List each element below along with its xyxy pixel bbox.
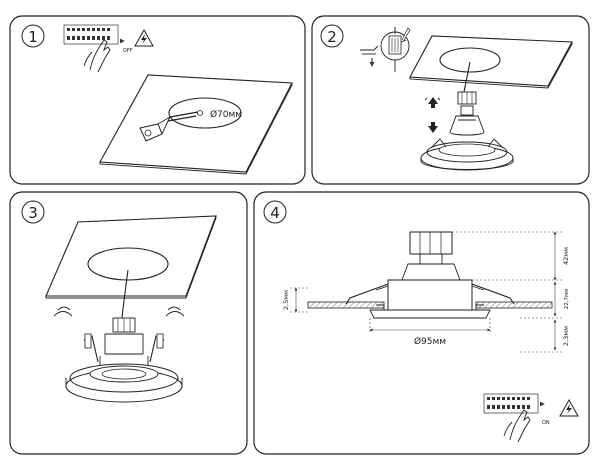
lamp-bulb bbox=[401, 253, 461, 281]
step-1-number: 1 bbox=[28, 28, 38, 46]
hole-outline bbox=[439, 47, 501, 73]
terminal-connector-icon bbox=[360, 27, 411, 72]
hole-diameter-label: Ø70мм bbox=[210, 109, 242, 120]
ceiling-section bbox=[307, 301, 553, 319]
dim-height-total: 42мм bbox=[562, 247, 570, 265]
fixture-ring bbox=[65, 356, 183, 403]
step-1-badge: 1 bbox=[21, 24, 45, 48]
power-cable bbox=[121, 269, 129, 319]
breaker-panel-icon bbox=[483, 393, 539, 414]
panel-step-1: 1 OFF bbox=[9, 15, 306, 185]
dim-diameter: Ø95мм bbox=[414, 336, 446, 347]
spring-motion-icon bbox=[53, 306, 185, 317]
gu10-connector bbox=[457, 91, 477, 105]
lamp-bulb bbox=[449, 105, 485, 136]
panel-4-frame bbox=[253, 191, 590, 455]
step-4-number: 4 bbox=[270, 204, 280, 222]
down-arrow-icon bbox=[428, 122, 438, 133]
step-3-badge: 3 bbox=[21, 200, 45, 224]
hole-cutter-icon bbox=[139, 110, 203, 142]
hand-icon bbox=[83, 39, 111, 73]
gu10-connector bbox=[409, 231, 453, 255]
gu10-connector bbox=[112, 317, 136, 333]
hand-icon bbox=[503, 409, 531, 443]
dim-height-upper: 22,7мм bbox=[564, 289, 570, 310]
step-4-badge: 4 bbox=[263, 200, 287, 224]
step-2-number: 2 bbox=[327, 28, 337, 46]
screwdriver-icon bbox=[401, 27, 411, 43]
step-number-icon bbox=[21, 24, 45, 48]
hole-outline bbox=[168, 97, 242, 129]
step-2-badge: 2 bbox=[320, 24, 344, 48]
step-number-icon bbox=[21, 200, 45, 224]
panel-step-3: 3 bbox=[9, 191, 248, 455]
high-voltage-warning-icon bbox=[559, 398, 579, 417]
step-number-icon bbox=[263, 200, 287, 224]
step-4-switch-label: ON bbox=[542, 420, 550, 426]
panel-step-4: 4 bbox=[253, 191, 590, 455]
step-number-icon bbox=[320, 24, 344, 48]
breaker-panel-icon bbox=[63, 24, 119, 45]
dim-flange: 2,5мм bbox=[282, 290, 290, 310]
step-1-switch-label: OFF bbox=[123, 48, 133, 54]
high-voltage-warning-icon bbox=[134, 28, 154, 47]
panel-step-2: 2 bbox=[311, 15, 590, 185]
up-arrow-icon bbox=[424, 97, 441, 108]
fixture-ring bbox=[420, 138, 514, 171]
power-cable bbox=[463, 61, 471, 93]
fixture-body bbox=[83, 333, 165, 363]
step-3-number: 3 bbox=[28, 204, 38, 222]
fixture-body-side bbox=[345, 279, 515, 311]
hole-outline bbox=[87, 247, 169, 281]
dimension-lines bbox=[290, 231, 562, 353]
dim-height-lower: 2,3мм bbox=[562, 326, 570, 346]
